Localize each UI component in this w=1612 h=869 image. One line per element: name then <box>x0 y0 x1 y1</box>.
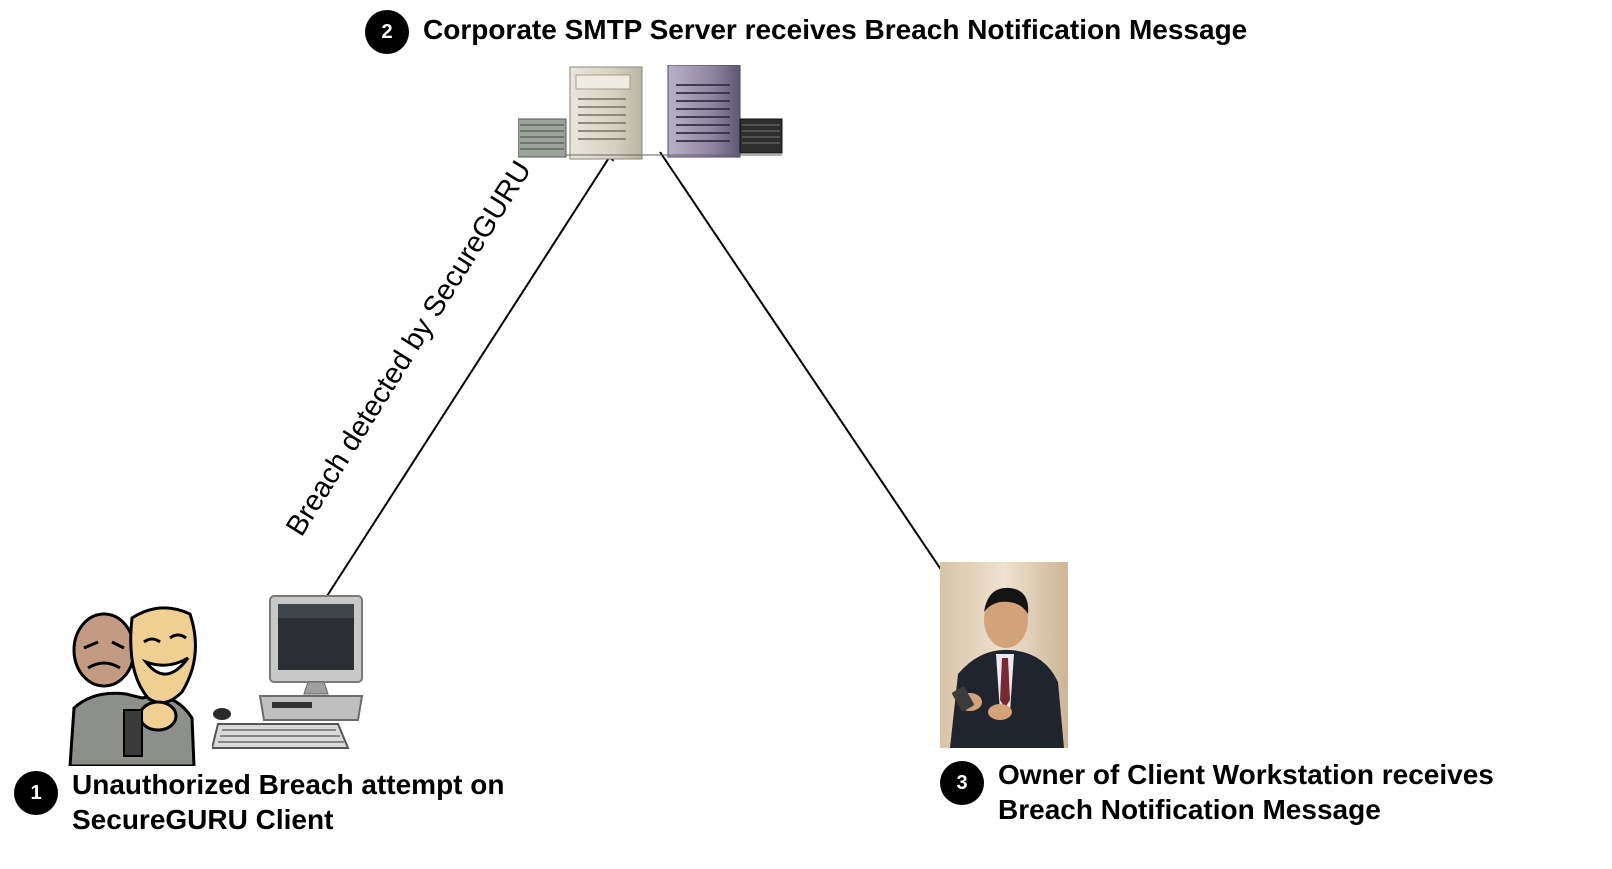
step-1-label-line1: Unauthorized Breach attempt on <box>72 769 505 800</box>
step-3-badge: 3 <box>940 761 984 805</box>
step-1-badge: 1 <box>14 771 58 815</box>
step-3-label: Owner of Client Workstation receives Bre… <box>998 757 1494 827</box>
desktop-computer-icon <box>212 595 364 749</box>
arrow-client-to-server <box>317 148 616 611</box>
step-3-label-line2: Breach Notification Message <box>998 794 1381 825</box>
step-1-label: Unauthorized Breach attempt on SecureGUR… <box>72 767 504 837</box>
step-3-label-line1: Owner of Client Workstation receives <box>998 759 1494 790</box>
step-1-label-line2: SecureGURU Client <box>72 804 334 835</box>
step-2-label: Corporate SMTP Server receives Breach No… <box>423 14 1248 45</box>
step-2-caption: 2 Corporate SMTP Server receives Breach … <box>365 10 1248 54</box>
server-rack-icon <box>518 65 783 160</box>
step-3-caption: 3 Owner of Client Workstation receives B… <box>940 757 1494 827</box>
arrow-server-to-owner <box>659 151 952 585</box>
masked-attacker-icon <box>68 606 197 766</box>
step-1-caption: 1 Unauthorized Breach attempt on SecureG… <box>14 767 504 837</box>
businessman-with-phone-icon <box>940 562 1068 748</box>
step-2-badge: 2 <box>365 10 409 54</box>
